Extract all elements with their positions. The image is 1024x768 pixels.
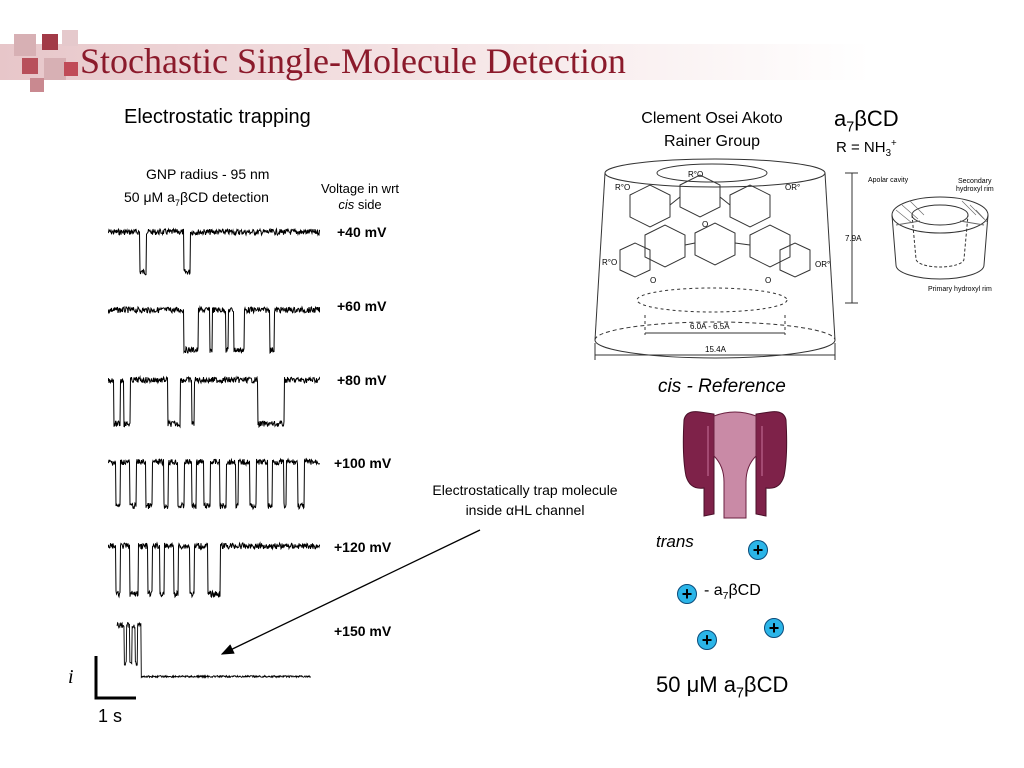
gnp-radius-label: GNP radius - 95 nm bbox=[146, 166, 270, 182]
diagram-label: O bbox=[650, 276, 656, 285]
voltage-label: +100 mV bbox=[334, 455, 392, 471]
diagram-label: OR° bbox=[785, 183, 800, 192]
current-trace-60mv bbox=[108, 305, 320, 354]
cation-ion-icon: + bbox=[677, 584, 697, 604]
current-trace-120mv bbox=[108, 541, 320, 599]
current-trace-150mv bbox=[116, 621, 312, 679]
cis-label: cis - Reference bbox=[658, 376, 786, 397]
current-trace-40mv bbox=[108, 227, 320, 276]
diagram-label: R°O bbox=[688, 170, 703, 179]
cyclodextrin-structure-diagram: R°O R°O OR° R°O OR° O O O 7.9A 6.0A - 6.… bbox=[594, 158, 994, 360]
deco-square bbox=[44, 58, 66, 80]
voltage-label: +120 mV bbox=[334, 539, 392, 555]
current-trace-80mv bbox=[108, 375, 320, 429]
title-gradient-bar bbox=[0, 44, 1024, 80]
diagram-label: O bbox=[765, 276, 771, 285]
deco-square bbox=[62, 30, 78, 46]
cation-ion-icon: + bbox=[697, 630, 717, 650]
primary-rim-label: Primary hydroxyl rim bbox=[928, 286, 992, 293]
cation-ion-icon: + bbox=[764, 618, 784, 638]
current-scale-label: i bbox=[68, 666, 74, 688]
diagram-label: R°O bbox=[602, 258, 617, 267]
ion-legend-label: - a7βCD bbox=[704, 582, 761, 603]
alpha-hemolysin-channel bbox=[682, 411, 788, 519]
deco-square bbox=[22, 58, 38, 74]
height-dimension-label: 7.9A bbox=[845, 234, 862, 243]
inner-width-label: 6.0A - 6.5A bbox=[690, 322, 730, 331]
voltage-label: +60 mV bbox=[337, 298, 387, 314]
diagram-label: OR° bbox=[815, 260, 830, 269]
r-group-label: R = NH3+ bbox=[836, 138, 897, 159]
cation-ion-icon: + bbox=[748, 540, 768, 560]
concentration-label: 50 μM a7βCD detection bbox=[124, 189, 269, 208]
molecule-name: a7βCD bbox=[834, 106, 899, 136]
time-scale-label: 1 s bbox=[98, 706, 123, 726]
diagram-label: O bbox=[702, 220, 708, 229]
trans-label: trans bbox=[656, 532, 694, 551]
deco-square bbox=[64, 62, 78, 76]
hydroxyl-rim-label: hydroxyl rim bbox=[956, 186, 994, 193]
current-trace-100mv bbox=[108, 457, 320, 511]
deco-square bbox=[30, 78, 44, 92]
deco-square bbox=[14, 34, 36, 56]
voltage-label: +40 mV bbox=[337, 224, 387, 240]
slide-title: Stochastic Single-Molecule Detection bbox=[80, 41, 626, 81]
apolar-cavity-label: Apolar cavity bbox=[868, 177, 909, 184]
section-heading: Electrostatic trapping bbox=[124, 106, 311, 128]
scale-bar bbox=[94, 656, 136, 700]
voltage-label: +80 mV bbox=[337, 372, 387, 388]
secondary-rim-label: Secondary bbox=[958, 178, 992, 185]
annotation-arrow bbox=[220, 529, 481, 655]
diagram-label: R°O bbox=[615, 183, 630, 192]
voltage-label: +150 mV bbox=[334, 623, 392, 639]
outer-width-label: 15.4A bbox=[705, 345, 727, 354]
bulk-concentration-label: 50 μM a7βCD bbox=[656, 672, 789, 702]
deco-square bbox=[42, 34, 58, 50]
